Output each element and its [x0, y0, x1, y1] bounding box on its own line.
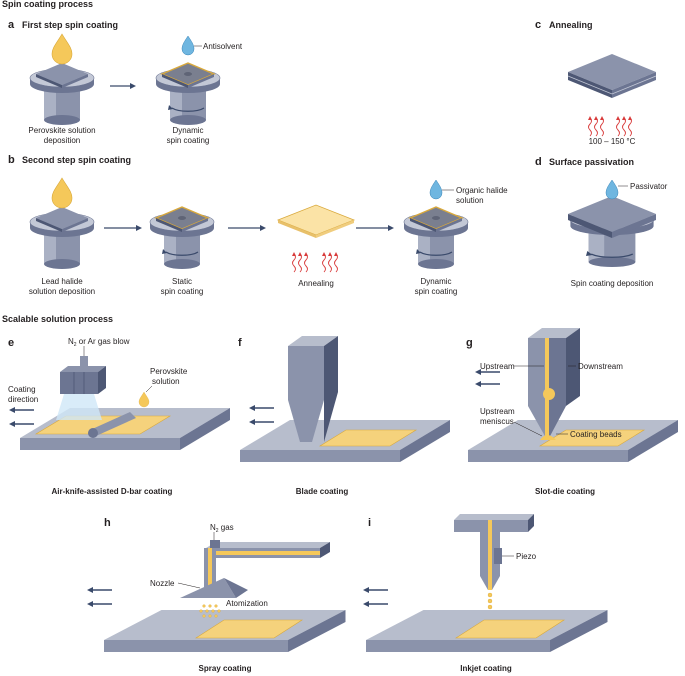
- d-caption: Spin coating deposition: [571, 279, 654, 288]
- panel-c-title: Annealing: [549, 20, 593, 30]
- g-beads: Coating beads: [570, 430, 622, 439]
- panel-b-title: Second step spin coating: [22, 155, 131, 165]
- panel-d-letter: d: [535, 156, 542, 168]
- e-arrow-1: [8, 406, 35, 414]
- arrow-b3: [356, 225, 394, 231]
- annealed-film-b: [276, 204, 356, 273]
- i-piezo: Piezo: [516, 552, 537, 561]
- h-caption: Spray coating: [199, 664, 252, 673]
- h-arrow-1: [86, 586, 113, 594]
- e-gas-label: N2 or Ar gas blow: [68, 337, 130, 348]
- a-label1a: Perovskite solution: [28, 126, 95, 135]
- b-halide-a: Organic halide: [456, 186, 508, 195]
- g-arrow-2: [474, 380, 501, 388]
- e-gas-sub: 2: [74, 342, 77, 348]
- a-antisolvent: Antisolvent: [203, 42, 243, 51]
- slot-die-g: [528, 328, 580, 440]
- panel-d-title: Surface passivation: [549, 157, 634, 167]
- e-caption: Air-knife-assisted D-bar coating: [52, 487, 173, 496]
- panel-c: c Annealing 100 – 150 °C: [535, 19, 657, 146]
- b-label3: Annealing: [298, 279, 334, 288]
- g-meniscus-a: Upstream: [480, 407, 515, 416]
- b-label1b: solution deposition: [29, 287, 95, 296]
- spin-heading: Spin coating process: [2, 0, 93, 9]
- d-passivator: Passivator: [630, 182, 668, 191]
- panel-e-letter: e: [8, 337, 14, 349]
- i-caption: Inkjet coating: [460, 664, 512, 673]
- panel-a-letter: a: [8, 19, 15, 31]
- table-g: [468, 420, 678, 462]
- spray-head-h: [180, 540, 330, 618]
- panel-g: g Upstream Downstream Upstream meniscus …: [466, 328, 678, 496]
- b-label4a: Dynamic: [420, 277, 451, 286]
- i-arrow-2: [362, 600, 389, 608]
- arrow-b1: [104, 225, 142, 231]
- b-label2b: spin coating: [161, 287, 204, 296]
- panel-g-letter: g: [466, 337, 473, 349]
- panel-a-title: First step spin coating: [22, 20, 118, 30]
- e-perov-a: Perovskite: [150, 367, 188, 376]
- panel-a: a First step spin coating Perovskite sol…: [8, 19, 243, 145]
- b-label1a: Lead halide: [41, 277, 83, 286]
- b-label2a: Static: [172, 277, 192, 286]
- f-caption: Blade coating: [296, 487, 349, 496]
- c-temperature: 100 – 150 °C: [589, 137, 636, 146]
- g-downstream: Downstream: [578, 362, 623, 371]
- stage-b2: [149, 206, 215, 270]
- stage-d: [568, 179, 656, 268]
- panel-b: b Second step spin coating Lead halide s…: [8, 154, 508, 296]
- panel-f-letter: f: [238, 337, 242, 349]
- h-nozzle: Nozzle: [150, 579, 175, 588]
- b-label4b: spin coating: [415, 287, 458, 296]
- blade-f: [288, 336, 338, 442]
- g-meniscus-b: meniscus: [480, 417, 514, 426]
- dbar-e: [88, 391, 150, 438]
- stage-a1: [29, 33, 95, 126]
- e-gas-b: or Ar gas blow: [77, 337, 130, 346]
- panel-d: d Surface passivation Passivator Spin co…: [535, 156, 668, 288]
- b-halide-b: solution: [456, 196, 484, 205]
- scalable-heading: Scalable solution process: [2, 314, 113, 324]
- e-gas-a: N: [68, 337, 74, 346]
- panel-h: h N2 gas Nozzle Atomization: [86, 517, 346, 673]
- h-atomization: Atomization: [226, 599, 268, 608]
- g-caption: Slot-die coating: [535, 487, 595, 496]
- panel-c-letter: c: [535, 19, 541, 31]
- g-upstream: Upstream: [480, 362, 515, 371]
- h-gas-sub: 2: [216, 528, 219, 534]
- panel-i: i Piezo Inkjet coating: [362, 514, 608, 673]
- arrow-a: [110, 83, 136, 89]
- f-arrow-2: [248, 418, 275, 426]
- a-label2a: Dynamic: [172, 126, 203, 135]
- air-knife-e: [56, 356, 106, 420]
- table-f: [240, 420, 450, 462]
- panel-i-letter: i: [368, 517, 371, 529]
- arrow-b2: [228, 225, 266, 231]
- inkjet-head-i: [454, 514, 534, 610]
- a-label2b: spin coating: [167, 136, 210, 145]
- i-arrow-1: [362, 586, 389, 594]
- panel-h-letter: h: [104, 517, 111, 529]
- h-gas-b: gas: [219, 523, 234, 532]
- e-perov-b: solution: [152, 377, 180, 386]
- panel-b-letter: b: [8, 154, 15, 166]
- stack-c: [567, 54, 657, 137]
- table-i: [366, 610, 608, 652]
- panel-f: f Blade coating: [238, 336, 450, 496]
- h-gas-label: N2 gas: [210, 523, 234, 534]
- e-arrow-2: [8, 420, 35, 428]
- a-label1b: deposition: [44, 136, 80, 145]
- e-direction-b: direction: [8, 395, 38, 404]
- panel-e: e N2 or Ar gas blow Coating direction: [8, 337, 230, 496]
- h-arrow-2: [86, 600, 113, 608]
- e-direction-a: Coating: [8, 385, 36, 394]
- table-h: [104, 610, 346, 652]
- h-gas-a: N: [210, 523, 216, 532]
- f-arrow-1: [248, 404, 275, 412]
- stage-b1: [29, 177, 95, 270]
